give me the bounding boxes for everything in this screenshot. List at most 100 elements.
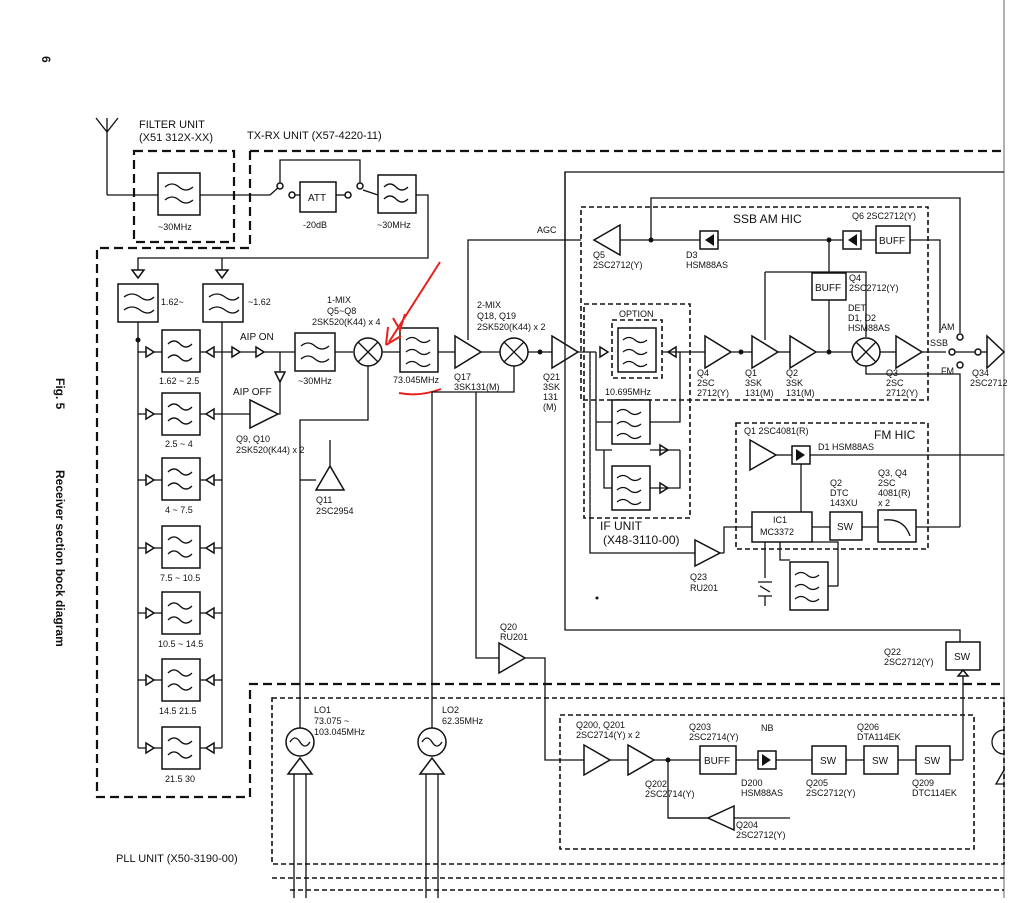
- q11-label-a: Q11: [316, 495, 332, 505]
- nb-label: NB: [761, 723, 774, 733]
- q22-label-b: 2SC2712(Y): [884, 657, 934, 667]
- filter-unit-title: FILTER UNIT: [139, 119, 205, 131]
- pll-unit-box: [271, 697, 1005, 865]
- fm-hic-box: [735, 422, 929, 550]
- q23-label-b: RU201: [690, 583, 718, 593]
- q204-label-b: 2SC2712(Y): [736, 830, 786, 840]
- q205-sw-block: [811, 745, 847, 775]
- fm-sw-label: SW: [837, 522, 854, 533]
- det-label-a: DET: [848, 303, 867, 313]
- q3-label-c: 2712(Y): [886, 388, 918, 398]
- q9-label-a: Q9, Q10: [236, 434, 270, 444]
- txrx-unit-title: TX-RX UNIT (X57-4220-11): [247, 130, 382, 142]
- fm-q1-amp: [749, 438, 778, 472]
- band-filter-6: 14.5 21.5: [138, 658, 222, 716]
- q4-buff-block: [811, 272, 847, 301]
- q205-sw-label: SW: [820, 756, 837, 767]
- fm-filter-block: [877, 509, 917, 543]
- q6-buff-label: BUFF: [879, 236, 905, 247]
- svg-text:1.62 ~ 2.5: 1.62 ~ 2.5: [159, 376, 199, 386]
- hpf-162-label: 1.62~: [161, 297, 184, 307]
- fm-sw-block: [829, 511, 863, 541]
- q203-buff-label: BUFF: [704, 756, 730, 767]
- d3-label-a: D3: [686, 250, 698, 260]
- lpf-162-label: ~1.62: [248, 297, 271, 307]
- aip-off-label: AIP OFF: [233, 387, 272, 398]
- mixer-2: [499, 337, 529, 367]
- q34-label-a: Q34: [972, 368, 989, 378]
- fm-q2-label-b: DTC: [830, 488, 849, 498]
- q2-label-b: 3SK: [786, 378, 803, 388]
- q209-sw-block: [915, 745, 951, 775]
- q202-label-b: 2SC2714(Y): [645, 789, 695, 799]
- fig-title: Receiver section bock diagram: [53, 470, 67, 647]
- lpf-30-block: [377, 174, 417, 214]
- lowpass-curve-icon: [883, 519, 911, 537]
- fm-q34-label-b: 2SC: [878, 478, 896, 488]
- q34-amp: [986, 334, 1006, 370]
- q6-diode-icon: [848, 234, 857, 246]
- d3-diode-icon: [705, 234, 714, 246]
- q4-label-c: 2712(Y): [697, 388, 729, 398]
- lpf-162-block: [202, 283, 244, 323]
- q206-sw-block: [863, 745, 899, 775]
- input-lpf-label: ~30MHz: [158, 222, 192, 232]
- lo1-oscillator: [285, 727, 315, 757]
- svg-text:14.5 21.5: 14.5 21.5: [159, 706, 197, 716]
- lpf-mix-block: [294, 332, 336, 372]
- ic1-label-a: IC1: [773, 515, 787, 525]
- q21-label-d: (M): [543, 402, 557, 412]
- q4-label-b: 2SC: [697, 378, 715, 388]
- mix1-label-a: 1-MIX: [327, 295, 351, 305]
- q200-amp: [583, 743, 612, 777]
- q1-amp: [751, 334, 780, 370]
- q6-label: Q6 2SC2712(Y): [852, 211, 916, 221]
- q203-label-a: Q203: [689, 722, 711, 732]
- input-lpf: [157, 172, 201, 216]
- option-box: [611, 319, 663, 379]
- lpf-symbol-icon: [164, 183, 194, 204]
- d200-diode-icon: [762, 754, 771, 766]
- mixer-1: [353, 337, 383, 367]
- q3-amp: [895, 334, 924, 370]
- q9-label-b: 2SK520(K44) x 2: [236, 445, 305, 455]
- q1-label-b: 3SK: [745, 378, 762, 388]
- am-label: AM: [941, 322, 955, 332]
- edge-symbol-partial: [994, 769, 1005, 785]
- d200-label-b: HSM88AS: [741, 788, 783, 798]
- aip-amp: [249, 398, 280, 430]
- q22-label-a: Q22: [884, 647, 901, 657]
- att-block: [299, 181, 337, 213]
- fm-q2-label-c: 143XU: [830, 498, 858, 508]
- q17-label-a: Q17: [454, 372, 471, 382]
- q5-label-a: Q5: [593, 250, 605, 260]
- band-filter-5: 10.5 ~ 14.5: [138, 591, 222, 649]
- ssb-am-hic-title: SSB AM HIC: [733, 212, 802, 226]
- agc-label: AGC: [537, 225, 557, 235]
- svg-text:21.5 30: 21.5 30: [165, 774, 195, 784]
- fm-q34-label-c: 4081(R): [878, 488, 911, 498]
- ic1-crystal-icon: [758, 542, 772, 606]
- q209-label-a: Q209: [912, 778, 934, 788]
- q4-label-a: Q4: [697, 368, 709, 378]
- att-db-label: -20dB: [303, 220, 327, 230]
- lpf-mix-label: ~30MHz: [298, 376, 332, 386]
- ssb-am-hic-box: [580, 206, 929, 401]
- det-label-c: HSM88AS: [848, 323, 890, 333]
- q11-label-b: 2SC2954: [316, 506, 354, 516]
- q206-label-a: Q206: [857, 722, 879, 732]
- q23-label-a: Q23: [690, 572, 707, 582]
- aip-on-label: AIP ON: [240, 332, 274, 343]
- page-number: 6: [39, 56, 53, 63]
- fm-d1-label: D1 HSM88AS: [818, 442, 874, 452]
- q200-label-b: 2SC2714(Y) x 2: [576, 730, 640, 740]
- pll-unit-title: PLL UNIT (X50-3190-00): [116, 853, 238, 865]
- txrx-unit-outline: [95, 149, 1004, 799]
- fm-q34-label-d: x 2: [878, 498, 890, 508]
- if-unit-box: [583, 303, 691, 519]
- q3-label-b: 2SC: [886, 378, 904, 388]
- red-annotation-arrow: [385, 261, 442, 396]
- q201-amp: [627, 743, 656, 777]
- q23-amp: [694, 538, 722, 568]
